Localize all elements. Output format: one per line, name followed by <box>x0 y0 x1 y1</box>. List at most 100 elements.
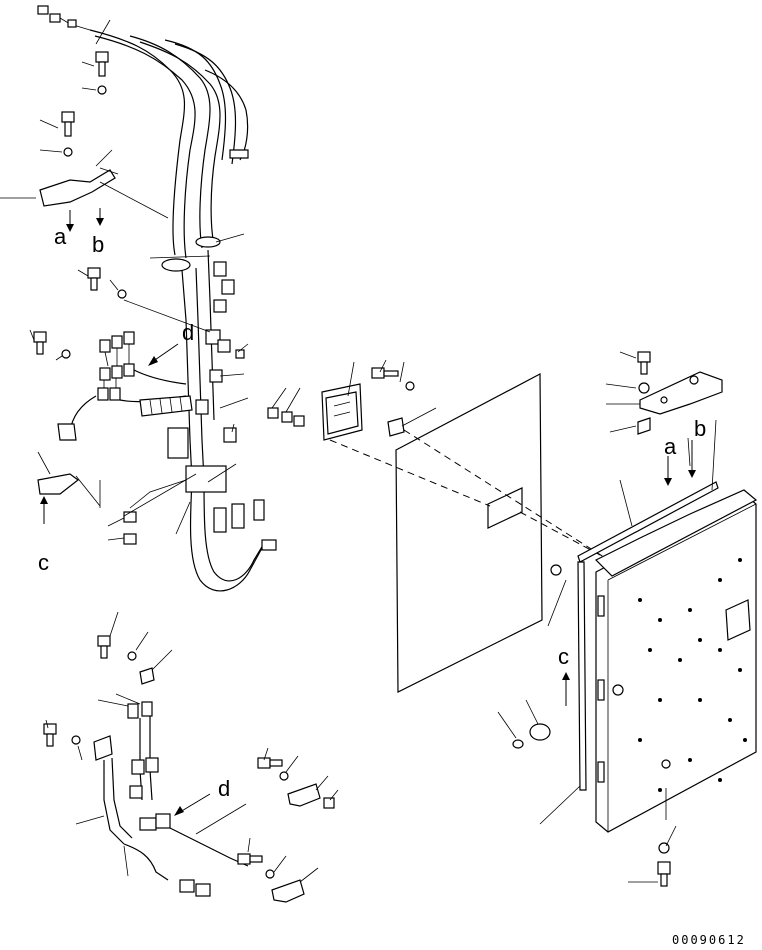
washer-3 <box>117 289 127 299</box>
latch <box>612 684 624 696</box>
top-connector-2 <box>49 13 61 23</box>
lower-hose-2 <box>111 757 133 839</box>
box-holes <box>638 558 747 792</box>
left-connector-cluster <box>57 331 187 441</box>
washer-2 <box>63 147 73 157</box>
panel-window <box>487 487 523 529</box>
bolt-4 <box>33 331 47 355</box>
trunk-connector-9 <box>223 427 237 443</box>
lower-nut-1 <box>323 797 335 809</box>
side-branch-connector-1 <box>123 511 137 523</box>
hose-branch <box>204 69 249 161</box>
washer-10 <box>279 771 289 781</box>
loose-connector-2 <box>281 411 293 423</box>
view-label-d-upper: d <box>182 320 194 345</box>
cluster-connector-6 <box>123 363 135 377</box>
trunk-connector-8 <box>195 399 209 415</box>
washer-8 <box>127 651 137 661</box>
bracket-lower <box>37 473 79 495</box>
lower-strap-2 <box>271 879 305 903</box>
lower-connector-3 <box>131 759 145 775</box>
box-edges <box>607 503 757 832</box>
hose-6 <box>174 43 237 165</box>
plate-hole-1 <box>689 375 699 385</box>
dashed-guide-1 <box>329 439 491 507</box>
junction-connector-3 <box>253 499 265 521</box>
lower-loop-2 <box>203 479 267 582</box>
nut-upper <box>637 417 651 435</box>
top-connector-3 <box>67 19 77 28</box>
lower-connector-7 <box>155 813 171 829</box>
small-clip <box>387 417 405 437</box>
junction-connector-2 <box>231 503 245 529</box>
lower-end-connector-1 <box>179 879 195 893</box>
washer-4 <box>61 349 71 359</box>
bolt-11 <box>237 853 263 865</box>
lower-connector-1 <box>127 703 139 719</box>
top-connector-1 <box>37 5 49 15</box>
washer-11 <box>265 869 275 879</box>
lower-connector-2 <box>141 701 153 717</box>
trunk-connector-1 <box>213 261 227 277</box>
view-label-c-right: c <box>558 644 569 669</box>
fuse-dividers <box>149 396 183 415</box>
arrow-d-shaft-upper <box>151 343 179 363</box>
cover-panel <box>395 373 543 693</box>
hose-end-clip <box>229 149 249 159</box>
grommet <box>550 564 562 576</box>
cluster-connector-5 <box>111 365 123 379</box>
relay-block <box>167 427 189 459</box>
bolt-7 <box>657 861 671 887</box>
washer-6 <box>638 382 650 394</box>
lower-tail-1 <box>123 843 169 881</box>
view-label-a-right: a <box>664 434 677 459</box>
view-label-d-lower: d <box>218 776 230 801</box>
arrow-d-shaft-lower <box>179 793 211 813</box>
dashed-guide-2 <box>403 429 641 581</box>
box-terminal <box>725 599 751 641</box>
trunk-connector-3 <box>213 299 227 313</box>
loose-connector-3 <box>293 415 305 427</box>
plate-hole-2 <box>660 396 668 404</box>
grounding-plate <box>639 371 723 415</box>
panel-assembly <box>321 359 741 693</box>
junction-connector-4 <box>261 539 277 551</box>
bolt-1 <box>95 51 109 77</box>
bolt-10 <box>257 757 283 769</box>
trunk-connector-4 <box>205 329 221 345</box>
cluster-connector-4 <box>99 367 111 381</box>
cluster-to-trunk-1 <box>133 369 187 385</box>
bolt-8 <box>97 635 111 659</box>
washer-1 <box>97 85 107 95</box>
box-top-flange <box>594 489 758 577</box>
hose-3 <box>129 35 211 249</box>
lower-hose-1 <box>103 760 125 845</box>
trunk-connector-5 <box>217 339 231 353</box>
lower-connector-4 <box>145 757 159 773</box>
view-label-c-left: c <box>38 550 49 575</box>
harness-trunk-2 <box>195 267 205 481</box>
arrow-a-head <box>66 224 74 232</box>
arrow-b-head <box>96 218 104 226</box>
loose-connector-1 <box>267 407 279 419</box>
washer-7 <box>658 842 670 854</box>
control-box <box>497 351 758 887</box>
seal-strip-side <box>577 561 587 791</box>
lower-strap-1 <box>287 783 321 807</box>
hose-1 <box>89 29 186 256</box>
arrow-c-head <box>40 496 48 504</box>
cluster-connector-3 <box>123 331 135 345</box>
bolt-6 <box>637 351 651 375</box>
cluster-connector-7 <box>97 387 109 401</box>
trunk-connector-6 <box>235 349 245 359</box>
cluster-wires <box>103 344 130 388</box>
bolt-3 <box>87 267 101 291</box>
lower-leader-lines <box>45 611 339 883</box>
cluster-connector-8 <box>109 387 121 401</box>
arrow-d-head-upper <box>148 356 158 366</box>
lower-connector-5 <box>129 785 143 799</box>
view-label-b-right: b <box>694 416 706 441</box>
clamp-1 <box>161 258 191 272</box>
arrow-b-right-head <box>688 470 696 478</box>
